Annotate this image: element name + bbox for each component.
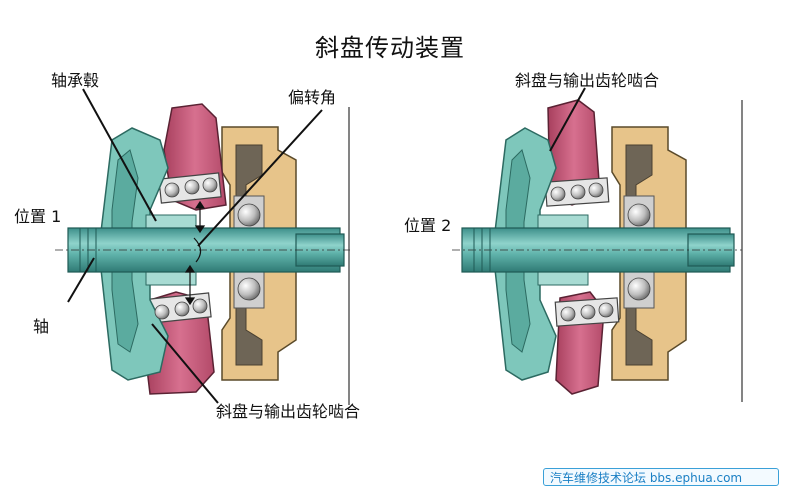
label-deflection-angle: 偏转角 [288,88,337,107]
label-mesh-top-right: 斜盘与输出齿轮啮合 [515,71,660,90]
shaft-2-splines [473,228,491,272]
bearing-balls-left [154,177,261,320]
forum-watermark: 汽车维修技术论坛 bbs.ephua.com [543,468,779,486]
assembly-position-2 [452,87,742,395]
label-shaft: 轴 [33,317,50,336]
assembly-position-1 [55,88,350,404]
leader-line-right [549,87,586,152]
label-mesh-bottom-left: 斜盘与输出齿轮啮合 [216,402,361,421]
deflection-angle-arrows [184,200,206,306]
label-position-2: 位置 2 [404,216,452,235]
label-bearing-hub: 轴承毂 [51,71,100,90]
leader-lines-left [67,88,323,404]
shaft-end-step [295,233,345,267]
shaft-splines [79,228,97,272]
diagram-title: 斜盘传动装置 [315,34,465,62]
bearing-balls-right [550,182,651,322]
label-position-1: 位置 1 [14,207,62,226]
